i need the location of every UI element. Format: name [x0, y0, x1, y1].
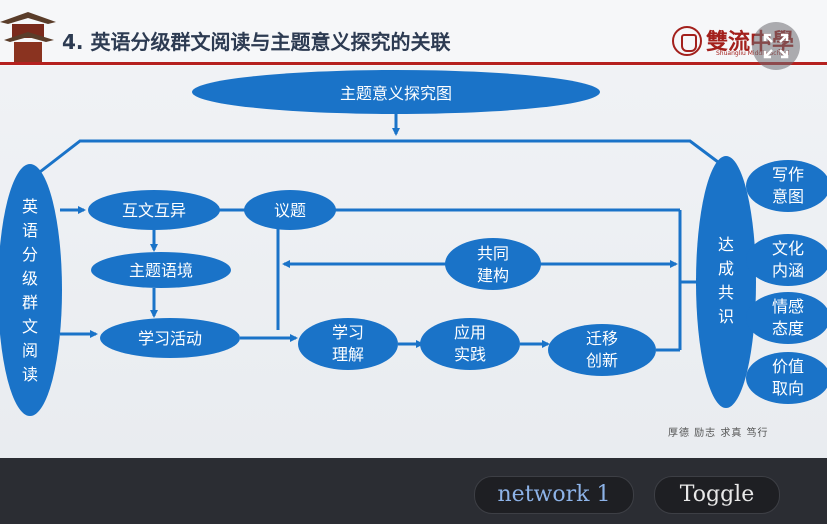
node-xuexi-lijie [298, 318, 398, 370]
pagoda-icon [0, 12, 56, 62]
left-char: 群 [22, 293, 38, 312]
node-zhuti-yujing [91, 252, 231, 288]
node-qianyi-line1: 迁移 [586, 329, 618, 348]
node-top [192, 70, 600, 114]
node-wenhua-line1: 文化 [772, 239, 804, 258]
node-yingyong [420, 318, 520, 370]
node-xuexi-lijie-line1: 学习 [332, 323, 364, 342]
node-xuexi-huodong [100, 318, 240, 358]
node-qinggan-line2: 态度 [772, 319, 804, 338]
node-jiazhi [746, 352, 827, 404]
node-consensus [696, 156, 756, 408]
left-char: 英 [22, 197, 38, 216]
node-qianyi [548, 324, 656, 376]
node-wenhua-line2: 内涵 [772, 261, 804, 280]
node-yiti-label: 议题 [274, 201, 306, 220]
slide: 4. 英语分级群文阅读与主题意义探究的关联 雙流中學 Shuangliu Mid… [0, 0, 827, 458]
node-zhuti-yujing-label: 主题语境 [129, 261, 193, 280]
left-char: 级 [22, 269, 38, 288]
node-qianyi-line2: 创新 [586, 351, 618, 370]
node-gongtong-line2: 建构 [477, 266, 509, 285]
node-wenhua [746, 234, 827, 286]
node-xiezuo [746, 160, 827, 212]
left-char: 阅 [22, 341, 38, 360]
left-char: 文 [22, 317, 38, 336]
consensus-char: 成 [718, 259, 734, 278]
header-divider [0, 62, 827, 65]
school-motto: 厚德 励志 求真 笃行 [668, 428, 769, 439]
node-jiazhi-line2: 取向 [772, 379, 804, 398]
node-huwen-label: 互文互异 [122, 201, 186, 220]
network-button[interactable]: network 1 [474, 476, 634, 514]
node-qinggan [746, 292, 827, 344]
consensus-char: 达 [718, 235, 734, 254]
slide-title: 4. 英语分级群文阅读与主题意义探究的关联 [62, 30, 451, 54]
node-xiezuo-line1: 写作 [772, 165, 804, 184]
node-huwen [88, 190, 220, 230]
arrow-top-bar [35, 139, 727, 177]
node-gongtong [445, 238, 541, 290]
left-char: 语 [22, 221, 38, 240]
consensus-char: 识 [718, 307, 734, 326]
node-jiazhi-line1: 价值 [772, 357, 804, 376]
node-gongtong-line1: 共同 [477, 244, 509, 263]
node-yingyong-line1: 应用 [454, 323, 486, 342]
node-xiezuo-line2: 意图 [772, 187, 804, 206]
expand-arrows-icon [763, 33, 789, 59]
theme-meaning-diagram: 主题意义探究图 英 语 分 级 群 文 阅 读 互文互异 议题 主题语境 学习活… [0, 70, 827, 416]
left-column-text: 英 语 分 级 群 文 阅 读 [22, 197, 38, 384]
school-seal-icon [672, 26, 702, 56]
node-yiti [244, 190, 336, 230]
toggle-button[interactable]: Toggle [654, 476, 780, 514]
fullscreen-icon[interactable] [752, 22, 800, 70]
left-char: 分 [22, 245, 38, 264]
node-yingyong-line2: 实践 [454, 345, 486, 364]
node-top-label: 主题意义探究图 [340, 84, 452, 103]
node-qinggan-line1: 情感 [772, 297, 804, 316]
left-char: 读 [22, 365, 38, 384]
node-left-column [0, 164, 62, 416]
consensus-char: 共 [718, 283, 734, 302]
node-xuexi-huodong-label: 学习活动 [138, 329, 202, 348]
node-xuexi-lijie-line2: 理解 [332, 345, 364, 364]
